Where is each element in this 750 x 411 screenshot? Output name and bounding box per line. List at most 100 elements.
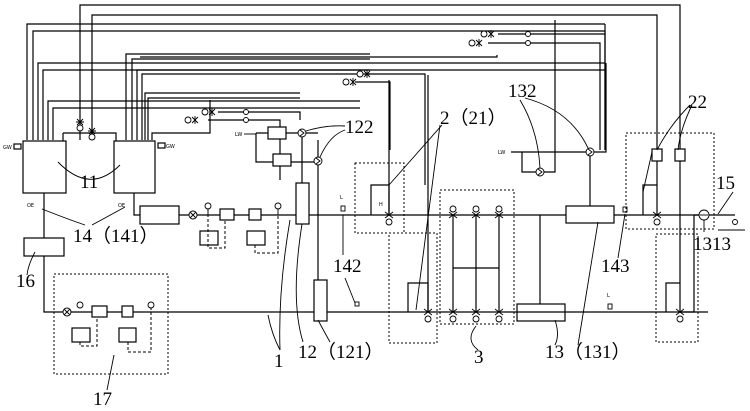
leader-22a2 <box>656 104 691 151</box>
label-15: 15 <box>716 173 735 194</box>
valve-group-2-box <box>354 162 405 234</box>
sensor-143-icon <box>622 206 628 213</box>
leader-3 <box>470 325 479 351</box>
leader-22a <box>642 151 653 193</box>
gauge-icon <box>274 202 282 210</box>
sensor-icon <box>354 301 360 307</box>
pump-icon[interactable] <box>62 307 72 317</box>
gauge-icon <box>204 202 212 210</box>
tank-right-outlet-line <box>133 193 140 216</box>
gauge-icon <box>147 301 155 309</box>
controller-box <box>118 327 137 343</box>
valve-matrix-icons <box>448 205 504 323</box>
leader-143 <box>617 213 626 259</box>
label-11: 11 <box>80 172 98 193</box>
leader-15 <box>717 191 734 215</box>
label-13: 13（131） <box>545 341 631 363</box>
leader-14a <box>41 208 86 226</box>
leader-122a <box>305 125 346 132</box>
gauge-icon <box>76 301 84 309</box>
sensor-icon <box>607 303 613 310</box>
check-valve-icon <box>243 109 249 115</box>
pump-icon[interactable] <box>188 210 198 220</box>
label-12: 12（121） <box>298 341 384 363</box>
valve-box <box>219 208 235 221</box>
label-3: 3 <box>474 347 484 368</box>
unit-16 <box>23 237 65 257</box>
valve-box <box>121 305 134 318</box>
leader-2b <box>415 124 441 311</box>
outlet-left-text: OE <box>27 203 34 209</box>
tank-right-tag: GW <box>166 144 175 150</box>
unit-13 <box>565 205 615 224</box>
label-143: 143 <box>601 256 630 277</box>
main-pipeline-lower <box>43 256 708 313</box>
label-1313: 1313 <box>693 234 731 255</box>
label-22: 22 <box>688 92 707 113</box>
h-mark: H <box>379 202 383 208</box>
inlet-b-text: LW <box>498 150 505 156</box>
leader-2a <box>388 124 443 186</box>
label-2: 2（21） <box>440 107 507 129</box>
valve-group-2-lower-box <box>388 232 438 344</box>
valve-matrix-3-box <box>439 189 515 325</box>
three-way-valve-icon[interactable] <box>468 39 483 47</box>
valve-icon[interactable] <box>494 205 504 219</box>
leader-17 <box>106 354 115 391</box>
check-valve-122b-icon[interactable] <box>313 156 323 166</box>
three-way-valve-icon[interactable] <box>384 211 394 226</box>
tank-right-tag-icon <box>157 142 166 149</box>
leader-22b <box>677 104 693 151</box>
leader-1b <box>279 219 291 351</box>
three-way-valve-icon[interactable] <box>342 78 357 86</box>
leader-14b <box>91 206 126 226</box>
tank-link-line <box>62 132 117 141</box>
sensor-142-icon <box>340 205 346 212</box>
controller-box <box>246 230 266 246</box>
three-way-valve-icon[interactable] <box>201 108 216 116</box>
check-valve-icon <box>243 117 249 123</box>
leader-1a <box>267 314 281 351</box>
tank-left-tag-icon <box>13 143 22 150</box>
three-way-valve-icon[interactable] <box>356 70 371 78</box>
column-12 <box>295 182 310 225</box>
check-valve-132a-icon[interactable] <box>535 167 545 177</box>
leader-13a <box>577 221 599 346</box>
label-16: 16 <box>16 271 35 292</box>
valve-22a-box <box>651 148 663 162</box>
leader-13b <box>554 319 558 346</box>
three-way-valve-icon[interactable] <box>652 211 662 226</box>
valve-icon[interactable] <box>471 205 481 219</box>
valve-box <box>267 126 287 140</box>
tank-right <box>113 140 156 194</box>
top-control-lines <box>26 4 681 185</box>
controller-box <box>199 230 219 246</box>
module-17-box <box>53 273 169 375</box>
label-17: 17 <box>93 389 112 410</box>
three-way-valve-icon[interactable] <box>184 116 199 124</box>
outlet-right-text: OE <box>118 203 125 209</box>
label-14: 14（141） <box>73 225 159 247</box>
leader-142 <box>344 277 356 304</box>
l-mark: L <box>340 195 343 201</box>
leader-16 <box>26 251 36 276</box>
check-valve-icon <box>525 40 531 46</box>
check-valve-122a-icon[interactable] <box>297 128 307 138</box>
valve-group-22-lower-box <box>655 233 699 343</box>
valve-group-22-box <box>625 132 715 230</box>
leader-132a <box>519 99 541 169</box>
valve-box <box>91 305 108 318</box>
leader-132b <box>524 97 589 149</box>
tank-left-tag: GW <box>3 145 12 151</box>
valve-box <box>272 153 292 167</box>
inlet-a-text: LW <box>235 132 242 138</box>
three-way-valve-icon[interactable] <box>480 30 495 38</box>
three-way-valve-icon[interactable] <box>76 118 84 132</box>
check-valve-icon <box>525 31 531 37</box>
valve-icon[interactable] <box>448 205 458 219</box>
label-122: 122 <box>345 117 374 138</box>
outlet-nozzle-icon <box>732 219 738 225</box>
check-valve-132b-icon[interactable] <box>585 147 595 157</box>
controller-box <box>71 327 91 343</box>
pump-1313-icon[interactable] <box>698 209 710 221</box>
